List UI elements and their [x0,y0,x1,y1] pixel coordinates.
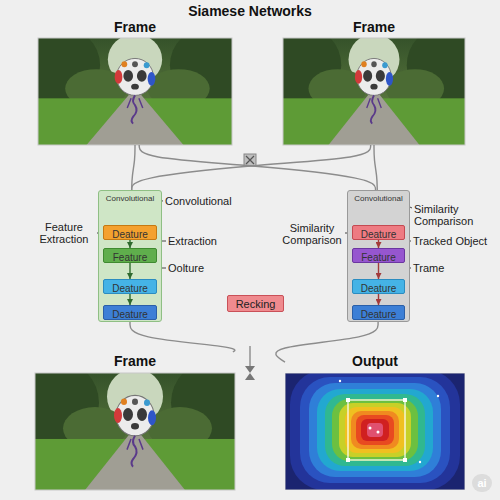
frame-photo [265,26,483,145]
image-frame: Frame [35,352,235,490]
layer-box: Deature [352,305,405,320]
heatmap [351,411,399,449]
connector [276,322,378,362]
layer-box: Deature [352,225,405,240]
panel-heading: Convolutional [99,191,161,204]
heatmap [339,403,411,457]
merge-symbol [249,346,250,367]
layer-box: Deature [103,305,157,320]
module-label: Recking [236,298,276,310]
connector [378,294,379,305]
layer-label: Deature [361,226,397,240]
connector [139,145,375,190]
connector [132,145,371,190]
frame-photo [15,360,255,490]
callout-label: Tracked Object [413,235,498,247]
heatmap [348,400,405,460]
heatmap [437,395,439,397]
title: Siamese Networks [0,2,500,20]
heatmap [369,427,372,430]
heatmap [346,458,350,462]
frame-heading: Frame [38,18,232,36]
merge-symbol [245,366,255,373]
heatmap [290,373,460,490]
heatmap [300,377,450,483]
heatmap [285,373,465,490]
heatmap [361,419,389,441]
layer-label: Deature [361,306,397,320]
merge-symbol [244,154,256,380]
heatmap [346,398,350,402]
heatmap [356,415,394,445]
callout-label: Similarity Comparison [414,203,486,227]
merge-symbol [244,154,256,166]
connector [129,294,130,305]
layer-box: Deature [103,225,157,240]
connector [130,322,235,352]
network-branch: ConvolutionalDeatureFeatureDeatureDeatur… [347,190,410,322]
connector [132,145,135,190]
frame-photo [35,373,235,490]
frame-photo [38,38,232,145]
heatmap [339,380,341,382]
callout-label: Similarity Comparison [278,222,346,246]
layer-box: Deature [352,279,405,294]
connector [129,263,130,279]
heatmap [317,389,433,471]
layer-box: Feature [103,248,157,263]
frame-photo [283,38,465,145]
connector [378,240,379,248]
callout-label: Trame [413,262,473,274]
heatmap [419,461,421,463]
layer-box: Deature [103,279,157,294]
callout-label: Convolutional [165,195,245,207]
frame-photo [19,26,252,145]
panel-heading: Convolutional [348,191,409,204]
heatmap [367,423,383,437]
layer-label: Deature [112,280,148,294]
frame-heading: Frame [283,18,465,36]
heatmap [403,398,407,402]
frame-photo [15,26,483,490]
layer-label: Deature [112,226,148,240]
module-box: Recking [227,295,284,312]
heatmap [332,399,418,461]
layer-label: Feature [113,249,147,263]
callout-label: Oolture [168,262,228,274]
merge-symbol [245,373,255,380]
layer-label: Deature [112,306,148,320]
heatmap [403,458,407,462]
heatmap [285,373,465,490]
heatmap [285,373,465,490]
image-frame: Frame [283,18,465,145]
image-frame: Frame [38,18,232,145]
layer-box: Feature [352,248,405,263]
callout-label: Feature Extraction [30,221,98,245]
callout-label: Extraction [168,235,238,247]
merge-symbol [246,156,254,164]
frame-heading: Frame [35,352,235,370]
connector [129,240,130,248]
heatmap [325,394,425,466]
image-frame: Output [285,352,465,490]
connector [378,263,379,279]
watermark: ai [472,474,492,492]
heatmap [309,383,441,477]
layer-label: Feature [361,249,395,263]
connector [374,145,377,190]
layer-label: Deature [361,280,397,294]
network-branch: ConvolutionalDeatureFeatureDeatureDeatur… [98,190,162,322]
heatmap [377,431,380,434]
frame-heading: Output [285,352,465,370]
heatmap [345,407,405,453]
